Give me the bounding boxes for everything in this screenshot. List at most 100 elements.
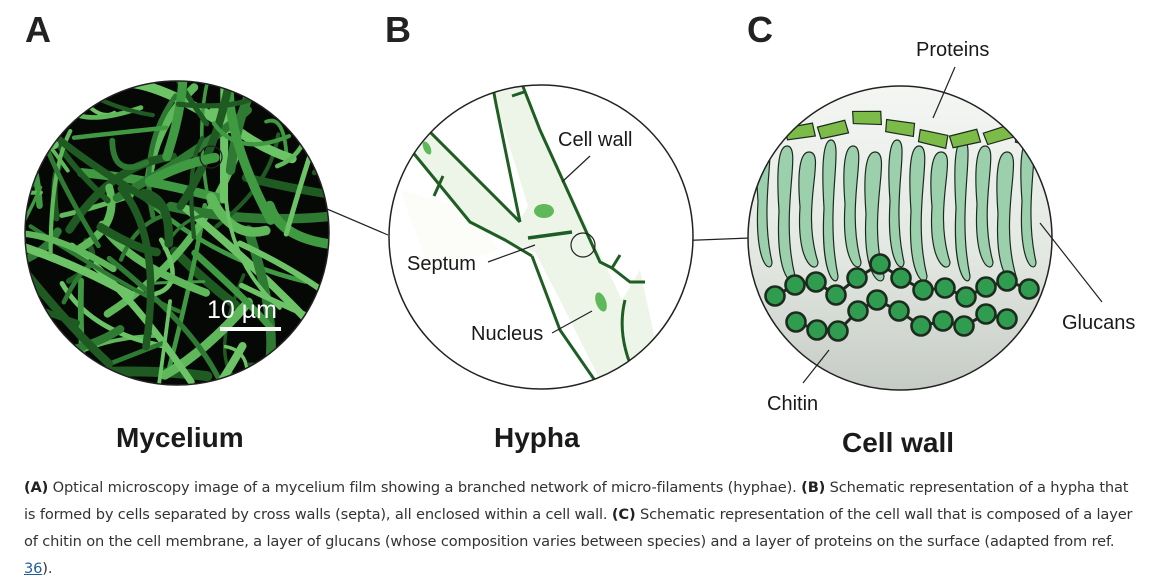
reference-link[interactable]: 36 <box>24 560 43 577</box>
chitin-unit <box>847 300 869 322</box>
panel-letter-a: A <box>25 9 51 50</box>
hypha-filament <box>71 81 195 86</box>
hypha-filament <box>223 344 249 385</box>
hypha-filament <box>264 118 289 159</box>
panel-title-cell-wall: Cell wall <box>842 427 954 458</box>
caption-label-a: (A) <box>24 479 49 496</box>
zoom-marker-b <box>570 232 596 258</box>
label-chitin: Chitin <box>767 393 818 415</box>
caption-text-a: Optical microscopy image of a mycelium f… <box>48 479 802 496</box>
hypha-filament <box>145 341 247 385</box>
hypha-filament <box>191 249 274 331</box>
chitin-unit <box>890 267 912 289</box>
scale-bar <box>220 327 281 331</box>
protein-block <box>917 128 949 150</box>
label-proteins: Proteins <box>916 39 989 61</box>
chitin-unit <box>955 286 977 308</box>
chitin-unit <box>934 277 956 299</box>
hypha-filament <box>25 135 35 187</box>
zoom-marker-a <box>199 145 223 169</box>
chitin-unit <box>953 315 975 337</box>
hypha-filament <box>239 282 329 359</box>
chitin-unit <box>996 308 1018 330</box>
label-cell-wall: Cell wall <box>558 129 632 151</box>
hypha-filament <box>241 173 329 205</box>
glucan-strand <box>930 151 951 268</box>
glucan-strand <box>1020 139 1037 268</box>
hypha-filament <box>25 185 43 359</box>
figure-caption: (A) Optical microscopy image of a myceli… <box>24 474 1144 582</box>
protein-block <box>816 119 850 140</box>
protein-block <box>851 110 883 126</box>
chitin-unit <box>866 289 888 311</box>
nucleus-shape <box>534 204 554 218</box>
protein-block <box>948 128 982 149</box>
hypha-filament <box>162 81 188 162</box>
panel-title-mycelium: Mycelium <box>116 422 244 453</box>
glucan-strand <box>798 151 819 268</box>
hypha-filament <box>25 155 46 176</box>
hypha-filament <box>25 229 117 273</box>
scale-bar-label: 10 µm <box>207 296 277 324</box>
label-septum: Septum <box>407 253 476 275</box>
mycelium-micrograph: 10 µm <box>24 80 330 386</box>
chitin-unit <box>888 300 910 322</box>
caption-label-b: (B) <box>801 479 826 496</box>
chitin-unit <box>912 279 934 301</box>
hypha-filament <box>211 121 292 147</box>
hypha-filament <box>25 204 114 368</box>
hypha-filament <box>68 242 195 385</box>
protein-block <box>885 118 916 138</box>
glucan-strand <box>822 139 839 282</box>
hypha-filament <box>96 223 161 257</box>
chitin-unit <box>805 271 827 293</box>
hypha-schematic: Cell wall Septum Nucleus <box>388 84 694 390</box>
glucan-strand <box>975 145 994 268</box>
panel-letter-b: B <box>385 9 411 50</box>
chitin-unit <box>764 285 786 307</box>
chitin-unit <box>784 274 806 296</box>
glucan-strand <box>888 139 905 268</box>
chitin-unit <box>1018 278 1040 300</box>
hypha-filament <box>206 192 271 237</box>
hypha-filament <box>59 81 71 87</box>
chitin-unit <box>996 270 1018 292</box>
hypha-filament <box>137 299 172 385</box>
hypha-filament <box>76 183 116 253</box>
hypha-filament <box>61 263 93 305</box>
hypha-filament <box>25 225 135 299</box>
glucan-strand <box>843 145 862 268</box>
chitin-unit <box>806 319 828 341</box>
hypha-filament <box>117 184 155 351</box>
hypha-filament <box>176 81 239 211</box>
caption-text-c: Schematic representation of the cell wal… <box>24 506 1133 550</box>
glucan-strand <box>864 151 885 282</box>
hypha-filament <box>169 246 241 310</box>
chitin-unit <box>827 320 849 342</box>
chitin-unit <box>975 276 997 298</box>
hypha-filament <box>25 376 82 385</box>
chitin-unit <box>846 267 868 289</box>
hypha-filament <box>264 200 329 250</box>
hypha-filament <box>189 135 205 240</box>
label-glucans: Glucans <box>1062 312 1135 334</box>
cell-wall-schematic: Proteins Glucans Chitin <box>747 39 1135 415</box>
caption-text-b: Schematic representation of a hypha that… <box>24 479 1129 523</box>
hypha-filament <box>96 367 111 385</box>
hypha-filament <box>25 136 36 180</box>
hypha-filament <box>144 152 220 186</box>
chitin-unit <box>910 315 932 337</box>
hypha-filament <box>160 297 253 380</box>
chitin-unit <box>785 311 807 333</box>
panel-letter-c: C <box>747 9 773 50</box>
hypha-filament <box>313 375 329 385</box>
hypha-filament <box>106 255 221 380</box>
hypha-filament <box>48 128 73 255</box>
chitin-unit <box>869 253 891 275</box>
figure: A B C 10 µm <box>24 9 1135 458</box>
chitin-unit <box>825 284 847 306</box>
hypha-filament <box>139 188 174 248</box>
hypha-filament <box>247 362 329 385</box>
hypha-filament <box>112 382 161 385</box>
caption-label-c: (C) <box>611 506 636 523</box>
